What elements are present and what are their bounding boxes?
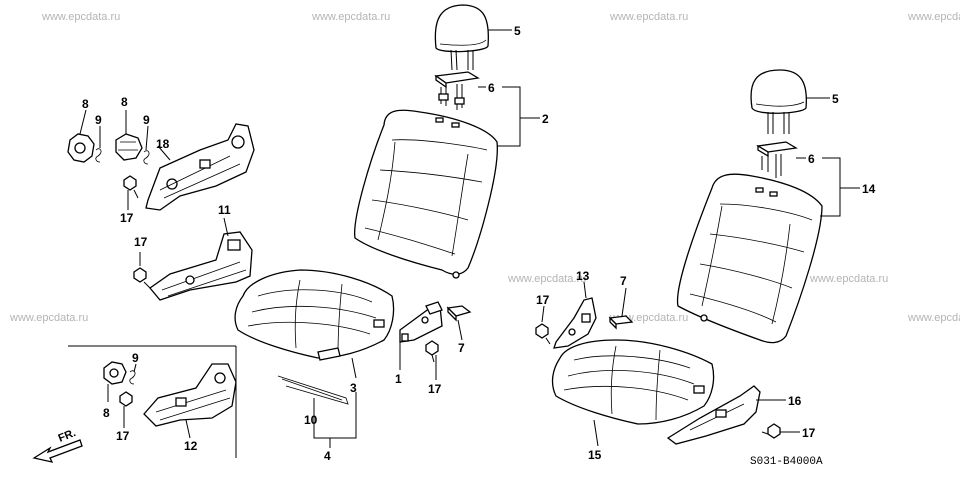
seat-slide-rail (149, 231, 253, 301)
callout-10: 10 (304, 413, 318, 427)
callout-6: 6 (488, 81, 495, 95)
callout-12: 12 (184, 439, 198, 453)
headrest-guides-center (434, 71, 480, 110)
seatback-center (354, 109, 498, 279)
watermark: www.epcdata.ru (907, 312, 960, 324)
callout-8: 8 (103, 406, 110, 420)
callout-17: 17 (428, 382, 442, 396)
bolt-left-c (119, 391, 133, 407)
seatback-right (676, 173, 823, 344)
clip-left-a (95, 148, 102, 163)
diagram-code: S031-B4000A (750, 456, 823, 468)
callout-14: 14 (862, 182, 876, 196)
callout-4: 4 (324, 449, 331, 463)
callout-9: 9 (132, 351, 139, 365)
wire-center (277, 375, 349, 405)
watermark: www.epcdata.ru (809, 273, 888, 285)
callout-17: 17 (536, 293, 550, 307)
callout-17: 17 (120, 211, 134, 225)
leader-lines (79, 29, 860, 448)
callout-17: 17 (134, 235, 148, 249)
callout-7: 7 (620, 274, 627, 288)
bolt-center (425, 340, 439, 363)
clip-left-b (143, 150, 150, 165)
recliner-mechanism-lower (143, 363, 237, 427)
callout-numbers: 5 6 2 5 6 14 8 8 9 9 18 17 11 17 9 8 17 … (82, 24, 876, 463)
clip-left-c (129, 370, 136, 385)
watermark: www.epcdata.ru (311, 11, 390, 23)
callout-13: 13 (576, 269, 590, 283)
seat-cushion-center (234, 269, 395, 361)
cap-right (608, 315, 634, 330)
headrest-right (750, 69, 808, 134)
bolt-left-a (123, 175, 139, 199)
knob-left-c (103, 361, 127, 385)
callout-17: 17 (802, 426, 816, 440)
callout-6: 6 (808, 152, 815, 166)
callout-8: 8 (82, 97, 89, 111)
knob-left-a (67, 133, 95, 163)
knob-left-b (115, 133, 143, 161)
watermark: www.epcdata.ru (9, 312, 88, 324)
callout-9: 9 (95, 113, 102, 127)
side-cover-right (666, 385, 761, 445)
recliner-cover-right (553, 297, 597, 349)
headrest-guides-right (756, 141, 798, 178)
watermark: www.epcdata.ru (907, 11, 960, 23)
bolt-right-b (761, 423, 781, 439)
callout-1: 1 (395, 372, 402, 386)
callout-3: 3 (350, 381, 357, 395)
callout-7: 7 (458, 341, 465, 355)
headrest-center (434, 4, 490, 71)
watermark: www.epcdata.ru (507, 273, 586, 285)
lower-left-frame (68, 345, 237, 458)
recliner-mechanism (145, 123, 255, 211)
recliner-cover-center (399, 301, 443, 343)
callout-15: 15 (588, 448, 602, 462)
callout-5: 5 (832, 92, 839, 106)
cap-center (446, 305, 472, 322)
watermark: www.epcdata.ru (41, 11, 120, 23)
callout-11: 11 (218, 203, 231, 217)
seat-cushion-right (551, 339, 715, 425)
callout-2: 2 (542, 112, 549, 126)
bolt-right-a (535, 323, 551, 345)
callout-8: 8 (121, 95, 128, 109)
bolt-left-b (133, 267, 151, 289)
callout-5: 5 (514, 24, 521, 38)
callout-9: 9 (143, 113, 150, 127)
watermark: www.epcdata.ru (609, 11, 688, 23)
callout-17: 17 (116, 429, 130, 443)
front-direction-arrow: FR. (32, 427, 83, 463)
callout-18: 18 (156, 137, 170, 151)
callout-16: 16 (788, 394, 802, 408)
